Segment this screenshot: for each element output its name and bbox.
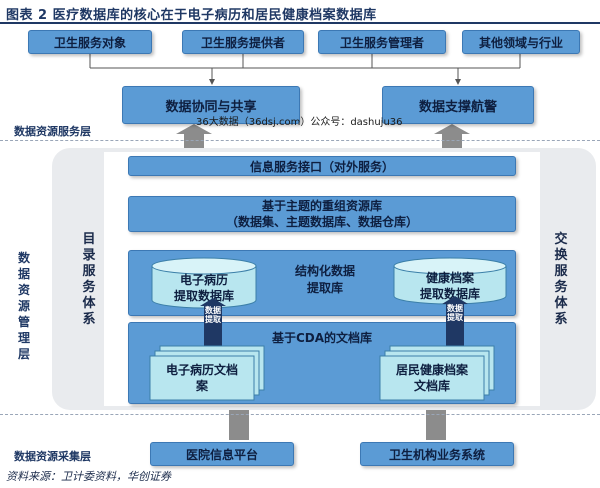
box-other-industries: 其他领域与行业: [462, 30, 580, 54]
cylinder-emr-db: [151, 257, 257, 309]
label-mgmt-layer: 数据资源管理层: [17, 251, 30, 361]
col-exchange-service: 交换服务体系: [554, 232, 568, 327]
cylinder-health-db: [393, 257, 507, 305]
box-hospital-platform: 医院信息平台: [150, 442, 294, 466]
figure-title: 图表 2 医疗数据库的核心在于电子病历和居民健康档案数据库: [6, 8, 377, 23]
divider-mgmt-collect: [0, 414, 600, 415]
top-bracket: [89, 54, 521, 85]
box-theme-repository: 基于主题的重组资源库 （数据集、主题数据库、数据仓库）: [128, 196, 516, 232]
doc-stack-health: [379, 345, 495, 401]
box-service-recipients: 卫生服务对象: [28, 30, 152, 54]
box-data-collaboration: 数据协同与共享: [122, 86, 300, 124]
doc-stack-emr: [149, 345, 265, 401]
label-health-docs: 居民健康档案 文档库: [395, 363, 468, 393]
divider-service-mgmt: [0, 140, 600, 141]
extract-label-emr: 数据提取: [205, 306, 221, 324]
watermark-text: 36大数据（36dsj.com）公众号：dashuju36: [196, 117, 403, 128]
label-service-layer: 数据资源服务层: [14, 125, 91, 138]
box-service-managers: 卫生服务管理者: [318, 30, 446, 54]
extract-label-health: 数据提取: [447, 304, 463, 322]
box-info-interface: 信息服务接口（对外服务）: [128, 156, 516, 176]
box-service-providers: 卫生服务提供者: [182, 30, 304, 54]
label-emr-docs: 电子病历文档 案: [165, 363, 238, 393]
label-collect-layer: 数据资源采集层: [14, 450, 91, 463]
label-emr-db: 电子病历 提取数据库: [173, 273, 234, 303]
box-public-health-system: 卫生机构业务系统: [360, 442, 514, 466]
structured-label: 结构化数据 提取库: [294, 264, 355, 295]
title-rule: [0, 22, 600, 24]
col-catalog-service: 目录服务体系: [82, 232, 96, 327]
label-health-db: 健康档案 提取数据库: [419, 271, 480, 301]
box-data-navigation: 数据支撑航警: [382, 86, 534, 124]
source-note: 资料来源：卫计委资料，华创证券: [6, 470, 171, 483]
